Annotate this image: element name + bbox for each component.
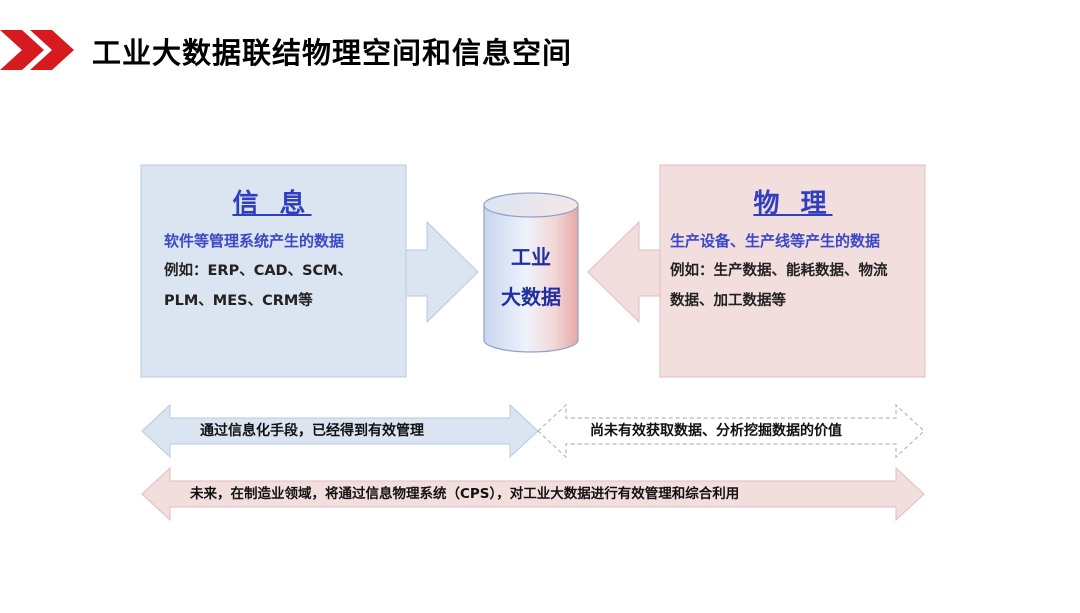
unmanaged-arrow-text: 尚未有效获取数据、分析挖掘数据的价值 xyxy=(590,423,842,439)
info-panel-text: 信 息 软件等管理系统产生的数据 例如：ERP、CAD、SCM、 PLM、MES… xyxy=(142,186,402,316)
database-label-line1: 工业 xyxy=(511,245,551,269)
physical-subtitle: 生产设备、生产线等产生的数据 xyxy=(670,232,881,250)
info-example-line2: PLM、MES、CRM等 xyxy=(164,293,313,309)
physical-example-line2: 数据、加工数据等 xyxy=(670,293,786,309)
physical-example: 例如：生产数据、能耗数据、物流 数据、加工数据等 xyxy=(662,256,920,316)
info-to-db-arrow xyxy=(405,220,479,324)
database-cylinder-icon xyxy=(483,192,579,353)
double-chevron-icon xyxy=(0,30,74,70)
database-label-line2: 大数据 xyxy=(501,285,561,309)
managed-arrow-text: 通过信息化手段，已经得到有效管理 xyxy=(200,423,424,439)
physical-panel xyxy=(587,164,926,378)
page-title: 工业大数据联结物理空间和信息空间 xyxy=(92,36,573,70)
info-panel xyxy=(140,164,479,378)
info-subtitle: 软件等管理系统产生的数据 xyxy=(164,232,345,250)
physical-heading: 物 理 xyxy=(753,189,833,219)
info-example: 例如：ERP、CAD、SCM、 PLM、MES、CRM等 xyxy=(142,256,384,316)
future-double-arrow xyxy=(141,466,925,522)
physical-example-line1: 例如：生产数据、能耗数据、物流 xyxy=(670,263,888,279)
physical-to-db-arrow xyxy=(587,220,661,324)
unmanaged-double-arrow xyxy=(537,403,925,459)
info-example-line1: 例如：ERP、CAD、SCM、 xyxy=(164,263,353,279)
future-arrow-text: 未来，在制造业领域，将通过信息物理系统（CPS），对工业大数据进行有效管理和综合… xyxy=(190,486,740,502)
physical-panel-text: 物 理 生产设备、生产线等产生的数据 例如：生产数据、能耗数据、物流 数据、加工… xyxy=(662,186,924,316)
info-heading: 信 息 xyxy=(232,189,312,219)
